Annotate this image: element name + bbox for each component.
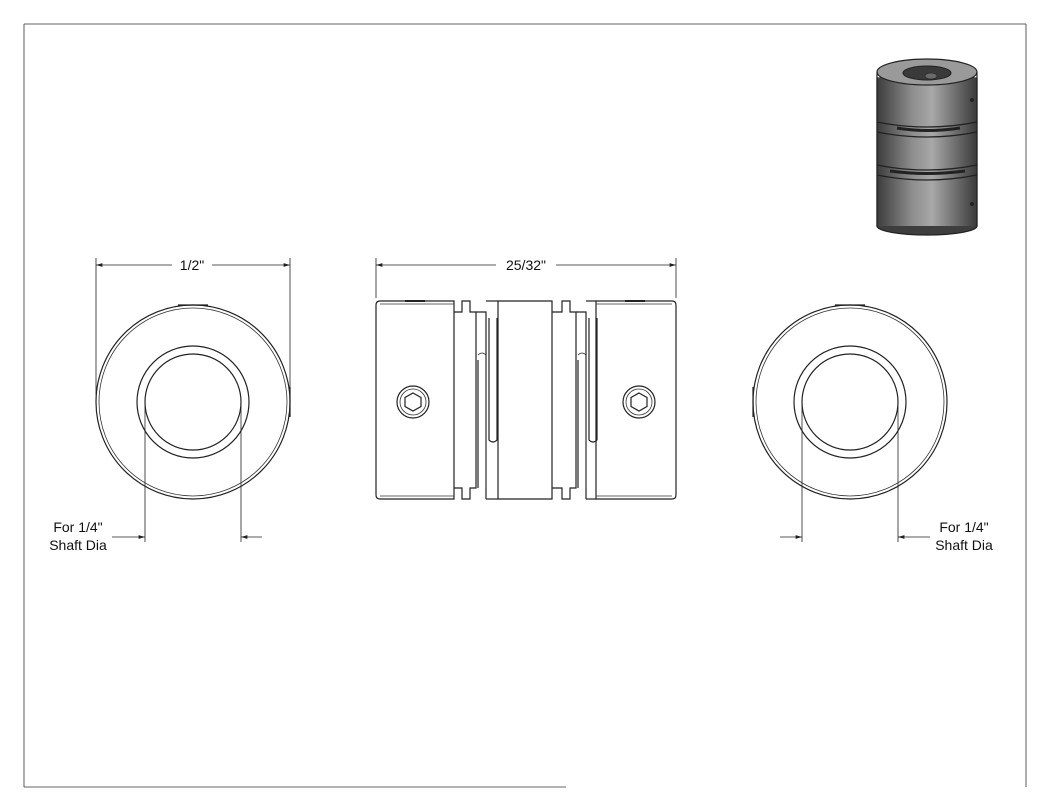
dimension-end-width: 1/2" [95, 257, 291, 395]
dimension-right-bore: For 1/4" Shaft Dia [780, 402, 993, 553]
right-bore-label-line1: For 1/4" [939, 519, 988, 535]
right-bore-label-line2: Shaft Dia [935, 537, 993, 553]
end-width-label: 1/2" [180, 257, 204, 273]
set-screw-left [396, 385, 430, 419]
left-bore-label-line2: Shaft Dia [49, 537, 107, 553]
right-end-view [752, 304, 948, 500]
side-view [375, 300, 677, 500]
set-screw-right [622, 385, 656, 419]
left-end-view [95, 304, 291, 500]
sheet-border [23, 23, 1027, 788]
side-length-label: 25/32" [506, 257, 546, 273]
isometric-view [876, 58, 978, 236]
dimension-side-length: 25/32" [375, 257, 677, 298]
left-bore-label-line1: For 1/4" [53, 519, 102, 535]
dimension-left-bore: For 1/4" Shaft Dia [49, 402, 262, 553]
